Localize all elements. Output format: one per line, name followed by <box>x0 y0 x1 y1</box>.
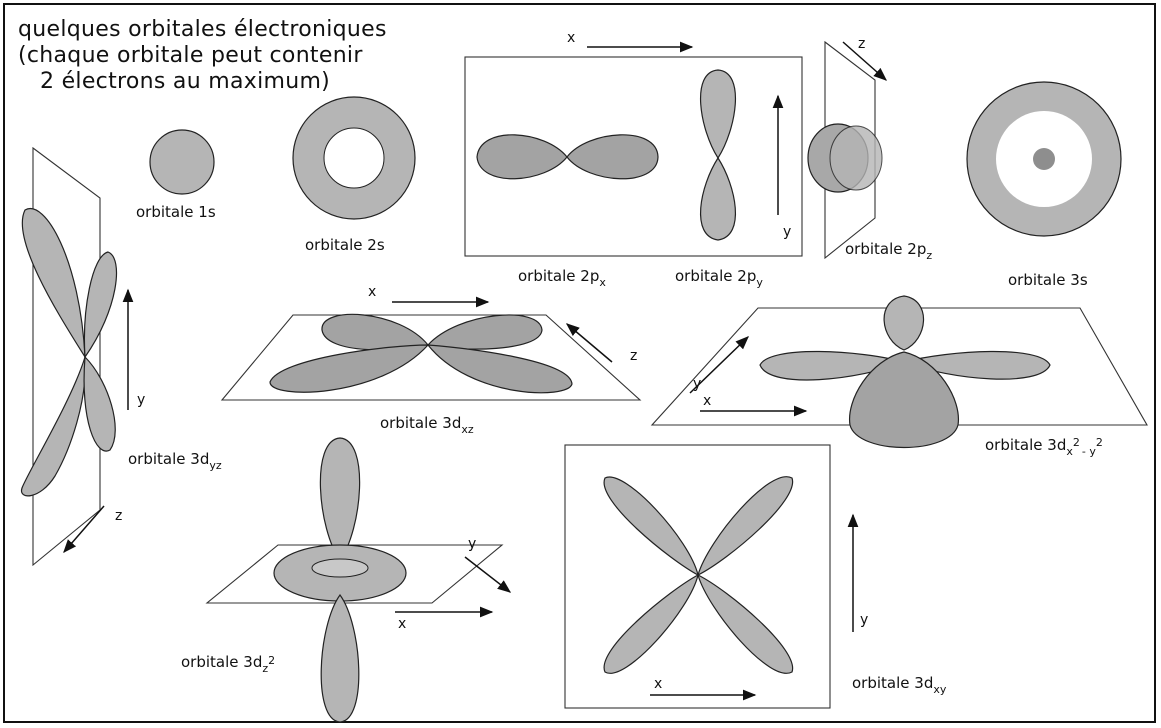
title-line-2: (chaque orbitale peut contenir <box>18 43 363 68</box>
axis-label-z-2pz: z <box>858 36 865 52</box>
label-3dx2y2: orbitale 3dx2- y2 <box>985 436 1103 458</box>
lobe-3dxy-bl <box>604 575 698 673</box>
orbital-3dx2y2: y x orbitale 3dx2- y2 <box>652 296 1147 458</box>
axis-label-z-3dxz: z <box>630 348 637 364</box>
orbital-2s-node <box>324 128 384 188</box>
lobe-2px-left <box>477 135 567 179</box>
orbital-3dxz: x z orbitale 3dxz <box>222 284 640 436</box>
axis-label-y-3dyz: y <box>137 392 145 408</box>
label-1s: orbitale 1s <box>136 203 216 221</box>
lobe-3dz2-top <box>320 438 359 560</box>
orbital-1s: orbitale 1s <box>136 130 216 221</box>
axis-label-y-3dxy: y <box>860 612 868 628</box>
title-line-3: 2 électrons au maximum) <box>40 69 330 94</box>
lobe-2px-right <box>567 135 658 179</box>
axis-label-x-2p: x <box>567 30 575 46</box>
axis-label-y-3dz2: y <box>468 536 476 552</box>
orbital-2s: orbitale 2s <box>293 97 415 254</box>
axis-label-y-2p: y <box>783 224 791 240</box>
label-2py: orbitale 2py <box>675 267 763 289</box>
axis-label-z-3dyz: z <box>115 508 122 524</box>
label-3dz2: orbitale 3dz2 <box>181 653 275 675</box>
label-3dxz: orbitale 3dxz <box>380 414 474 436</box>
axis-label-x-3dxy: x <box>654 676 662 692</box>
lobe-3dyz-1 <box>22 209 85 357</box>
axis-label-x-3dxz: x <box>368 284 376 300</box>
axis-arrow-y-3dz2 <box>465 557 510 592</box>
lobe-3dxy-br <box>698 575 793 673</box>
axis-arrow-y-3dx2y2 <box>690 337 748 393</box>
title-line-1: quelques orbitales électroniques <box>18 17 387 42</box>
lobe-3dxy-tl <box>604 477 698 575</box>
lobe-2py-top <box>701 70 736 158</box>
lobe-3dxy-tr <box>698 477 793 575</box>
orbital-1s-sphere <box>150 130 214 194</box>
lobe-3dz2-bottom <box>321 595 359 722</box>
lobe-3dxz-1 <box>322 314 428 350</box>
label-3dyz: orbitale 3dyz <box>128 450 222 472</box>
lobe-2py-bottom <box>701 158 736 240</box>
axis-arrow-z-3dxz <box>567 324 612 362</box>
orbital-3dxy: x y orbitale 3dxy <box>565 445 947 708</box>
plane-3dyz <box>33 148 100 565</box>
lobe-3dxz-4 <box>428 345 572 393</box>
lobe-3dxz-2 <box>428 315 542 349</box>
label-3s: orbitale 3s <box>1008 271 1088 289</box>
orbital-2pz: z orbitale 2pz <box>808 36 932 262</box>
label-2pz: orbitale 2pz <box>845 240 932 262</box>
label-2s: orbitale 2s <box>305 236 385 254</box>
lobe-3dxz-3 <box>270 345 428 392</box>
orbitals-2px-2py: x y orbitale 2px orbitale 2py <box>465 30 802 289</box>
orbital-3s: orbitale 3s <box>967 82 1121 289</box>
torus-3dz2-hole <box>312 559 368 577</box>
orbital-3dz2: y x orbitale 3dz2 <box>181 438 510 722</box>
label-3dxy: orbitale 3dxy <box>852 674 947 696</box>
lobe-3dyz-3 <box>22 357 86 496</box>
axis-arrow-z-3dyz <box>64 506 104 552</box>
axis-label-x-3dz2: x <box>398 616 406 632</box>
lobe-3dx2y2-back <box>884 296 923 350</box>
axis-label-x-3dx2y2: x <box>703 393 711 409</box>
title: quelques orbitales électroniques (chaque… <box>18 17 387 94</box>
orbital-3s-core <box>1033 148 1055 170</box>
lobe-2pz-back <box>830 126 882 190</box>
label-2px: orbitale 2px <box>518 267 606 289</box>
